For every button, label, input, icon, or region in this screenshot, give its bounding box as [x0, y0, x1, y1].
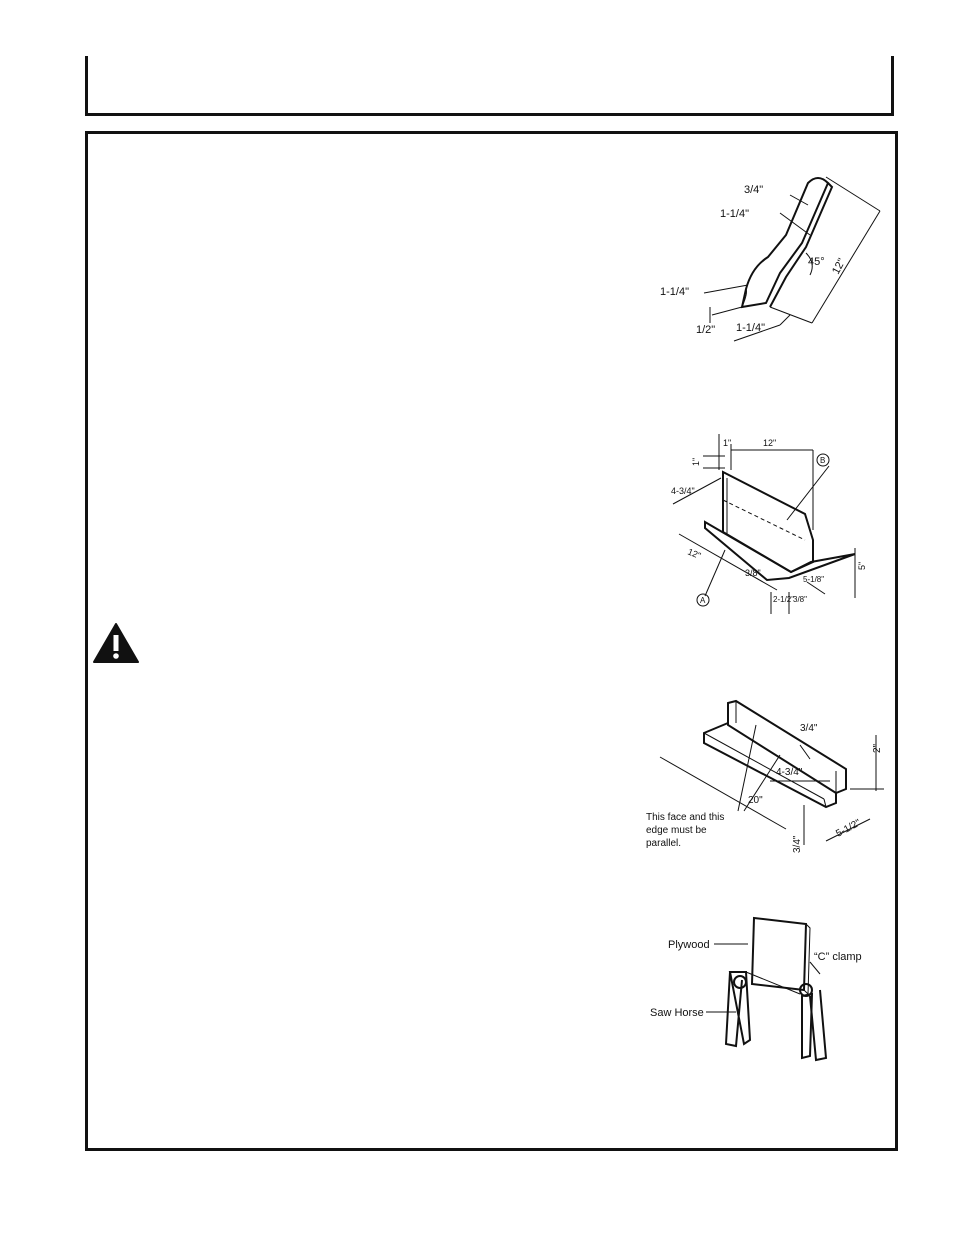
c-clamp-left — [733, 975, 747, 989]
label-angle: 45° — [808, 256, 825, 268]
label-bottom-right: 3/8" — [793, 595, 807, 604]
note-line-1: This face and this — [646, 812, 724, 823]
callout-b: B — [820, 456, 825, 465]
label-height-upper: 4-3/4" — [671, 486, 695, 496]
label-width-mid: 1-1/4" — [720, 208, 749, 220]
label-length-top: 12" — [763, 438, 776, 448]
label-base-width: 5-1/8" — [803, 575, 824, 584]
push-stick-outline — [740, 177, 830, 309]
label-slot: 3/8" — [745, 568, 761, 578]
label-length: 12" — [830, 256, 848, 276]
callout-b-circle — [816, 453, 830, 467]
label-bottom-left: 2-1/2" — [773, 595, 794, 604]
label-inner-width: 4-3/4" — [776, 767, 803, 778]
label-height: 5" — [857, 562, 867, 570]
label-notch: 1/2" — [696, 324, 715, 336]
saw-horse-right — [801, 992, 814, 1060]
plywood-panel — [750, 916, 808, 992]
label-side-one: 1" — [691, 458, 701, 466]
callout-a: A — [700, 596, 706, 605]
label-base-thickness: 3/4" — [792, 835, 803, 853]
saw-horse-left — [724, 971, 752, 1048]
label-length-base: 12" — [686, 547, 702, 561]
label-width-top: 3/4" — [744, 184, 763, 196]
label-base: 1-1/4" — [736, 322, 765, 334]
sawhorse-figure: Plywood “C” clamp Saw Horse — [650, 916, 862, 1062]
label-top-one: 1" — [723, 438, 731, 448]
header-box — [85, 56, 894, 116]
label-heel-height: 1-1/4" — [660, 286, 689, 298]
callout-a-circle — [696, 593, 710, 607]
fence-jig-base — [703, 722, 837, 809]
label-total-width: 5-1/2" — [834, 817, 863, 839]
warning-triangle-icon — [93, 623, 139, 663]
label-plywood: Plywood — [668, 939, 710, 951]
label-height: 2" — [872, 743, 883, 753]
label-top-thickness: 3/4" — [800, 723, 818, 734]
push-stick-figure: 3/4" 1-1/4" 45° 12" 1-1/4" 1/2" 1-1/4" — [660, 176, 881, 342]
main-content-box — [85, 131, 898, 1151]
fence-jig-figure: 3/4" 2" 4-3/4" 20" 3/4" 5-1/2" This face… — [646, 699, 884, 853]
note-line-3: parallel. — [646, 838, 681, 849]
note-line-2: edge must be — [646, 825, 707, 836]
push-block-figure: 1" 12" B 1" 4-3/4" 12" 3/8" A 5-1/8" 5" … — [671, 434, 867, 614]
label-clamp: “C” clamp — [814, 951, 862, 963]
label-length: 20" — [748, 795, 763, 806]
push-block-base — [704, 520, 856, 582]
label-saw-horse: Saw Horse — [650, 1007, 704, 1019]
